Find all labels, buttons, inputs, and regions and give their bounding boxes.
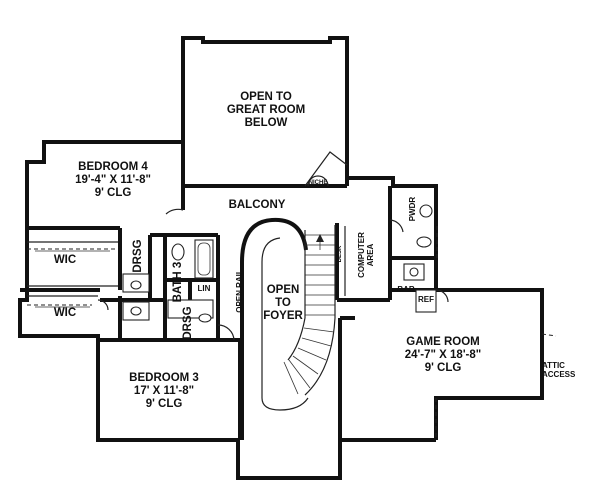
lin-label: LIN — [193, 284, 215, 293]
pwdr-name: PWDR — [408, 196, 417, 222]
bedroom3-dims: 17' X 11'-8" — [133, 385, 195, 398]
stair-direction-arrow — [316, 234, 324, 250]
ref-label: REF — [415, 295, 437, 304]
computer-area-line2: AREA — [366, 243, 376, 267]
bar-name: BAR — [397, 285, 415, 294]
bedroom4-clg: 9' CLG — [94, 187, 132, 200]
attic-access-label: ATTIC ACCESS — [542, 361, 582, 379]
bedroom3-clg: 9' CLG — [145, 398, 183, 411]
open-foyer-line3: FOYER — [263, 310, 303, 323]
open-foyer-line1: OPEN — [266, 284, 300, 296]
ref-name: REF — [418, 295, 434, 304]
drsg-upper-label: DRSG — [132, 234, 146, 278]
open-rail-name: OPEN RAIL — [235, 269, 244, 313]
desk-name: DESK — [337, 245, 343, 263]
pwdr-label: PWDR — [408, 193, 420, 225]
open-great-room-line2: GREAT ROOM — [226, 104, 306, 117]
stair-treads — [304, 225, 336, 318]
wic-upper-label: WIC — [48, 254, 82, 267]
lin-name: LIN — [197, 284, 211, 293]
bar-label: BAR — [394, 285, 418, 294]
balcony-label: BALCONY — [222, 199, 292, 212]
open-great-room-label: OPEN TO GREAT ROOM BELOW — [216, 91, 316, 131]
attic-access-line1: ATTIC — [542, 361, 565, 370]
bedroom4-dims: 19'-4" X 11'-8" — [75, 174, 151, 187]
bedroom4-label: BEDROOM 4 19'-4" X 11'-8" 9' CLG — [58, 161, 168, 201]
game-room-label: GAME ROOM 24'-7" X 18'-8" 9' CLG — [388, 336, 498, 376]
game-room-clg: 9' CLG — [424, 362, 462, 375]
attic-access-line2: ACCESS — [542, 370, 576, 380]
bedroom4-name: BEDROOM 4 — [78, 161, 148, 173]
wic-upper-name: WIC — [53, 254, 77, 266]
dashed-lines — [27, 226, 557, 440]
open-foyer-line2: TO — [275, 297, 291, 310]
fixtures — [35, 204, 437, 323]
desk-label: DESK — [337, 240, 345, 268]
doors — [97, 208, 449, 341]
open-foyer-label: OPEN TO FOYER — [260, 284, 306, 324]
balcony-name: BALCONY — [228, 199, 286, 211]
game-room-name: GAME ROOM — [406, 336, 480, 348]
drsg-lower-label: DRSG — [182, 301, 196, 345]
drsg-lower-name: DRSG — [182, 306, 194, 340]
curved-stair — [283, 317, 336, 396]
game-room-dims: 24'-7" X 18'-8" — [404, 349, 482, 362]
wic-lower-label: WIC — [48, 307, 82, 320]
bedroom3-label: BEDROOM 3 17' X 11'-8" 9' CLG — [114, 372, 214, 412]
stair-and-rail — [240, 217, 336, 440]
niche-name: NICHE — [308, 180, 328, 186]
wic-lower-name: WIC — [53, 307, 77, 319]
niche-label: NICHE — [306, 180, 330, 187]
computer-area-line1: COMPUTER — [357, 232, 366, 278]
open-rail-label: OPEN RAIL — [235, 266, 245, 316]
computer-area-label: COMPUTER AREA — [357, 228, 379, 282]
open-great-room-line1: OPEN TO — [240, 91, 292, 103]
bedroom3-name: BEDROOM 3 — [129, 372, 199, 384]
drsg-upper-name: DRSG — [132, 239, 144, 273]
open-great-room-line3: BELOW — [244, 117, 288, 130]
